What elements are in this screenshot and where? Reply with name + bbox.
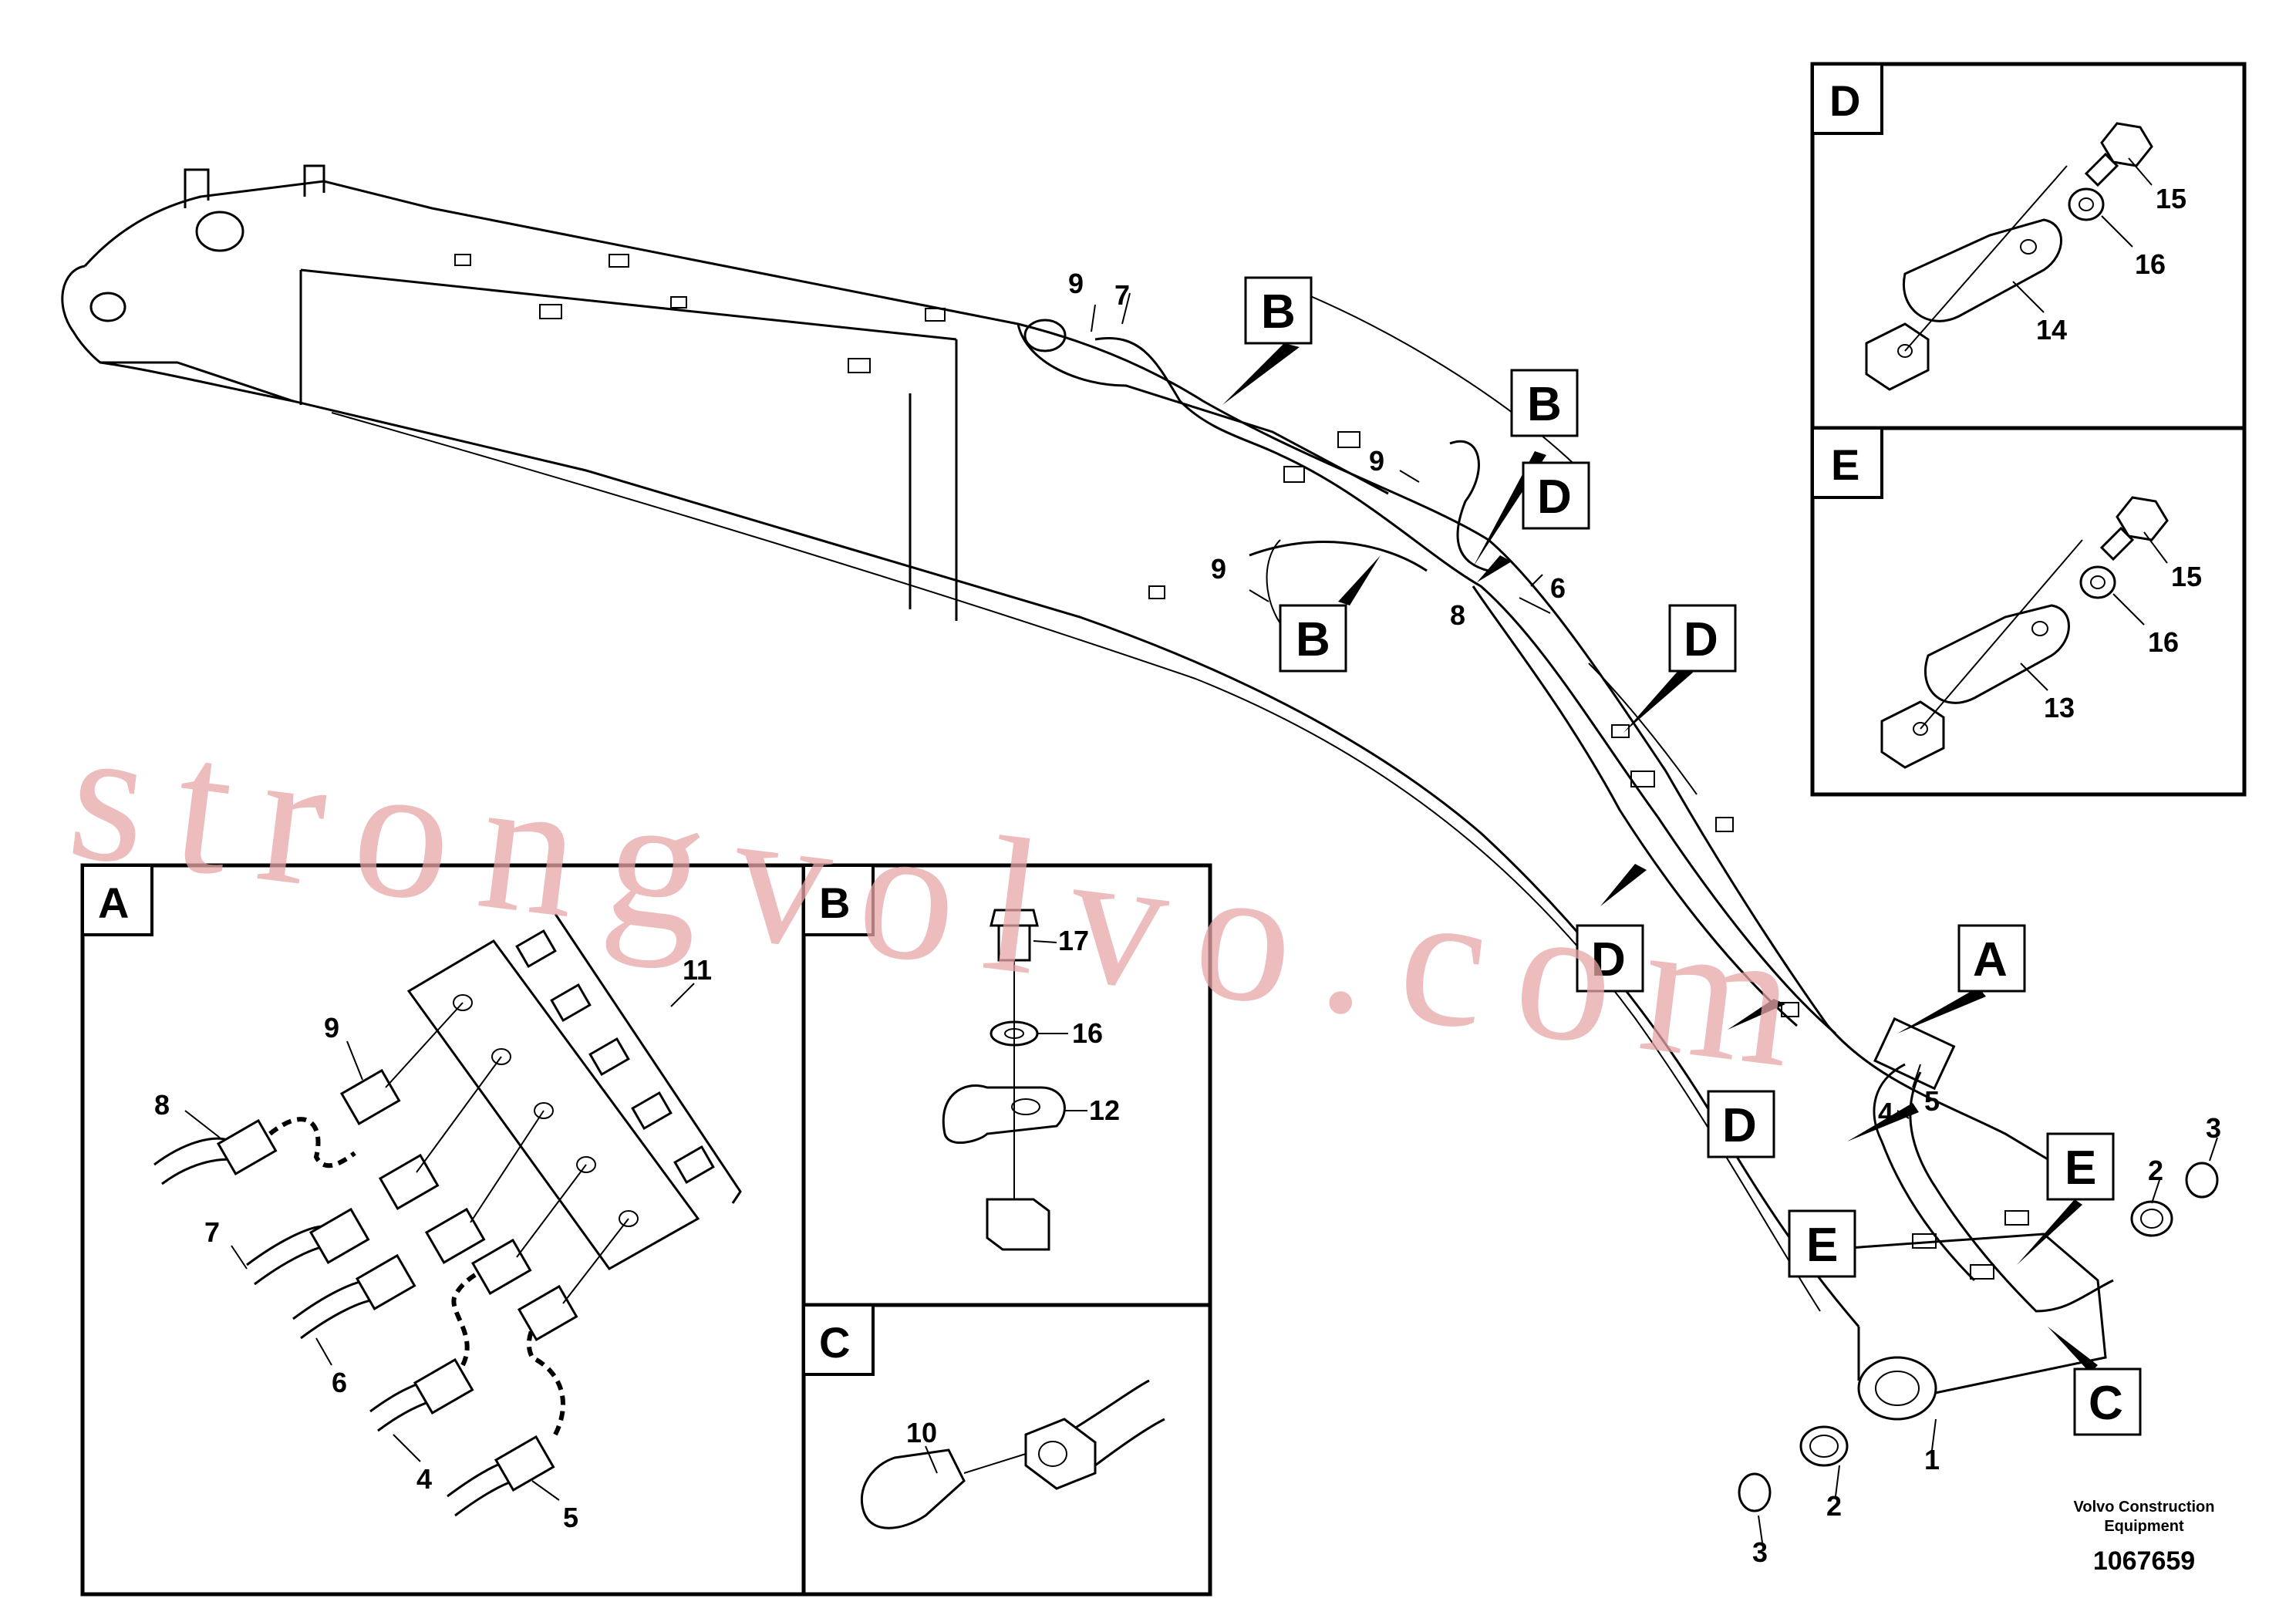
part-number-2: 2: [1826, 1490, 1842, 1522]
part-number-6: 6: [1550, 572, 1566, 604]
panel-label: B: [819, 878, 850, 927]
part-number-12: 12: [1089, 1094, 1120, 1126]
callout-label: D: [1684, 613, 1718, 666]
part-number-8: 8: [154, 1089, 170, 1121]
part-number-5: 5: [563, 1502, 578, 1533]
part-number-4: 4: [1878, 1097, 1893, 1128]
callout-box-a: [1957, 924, 2026, 993]
part-number-16: 16: [2148, 626, 2179, 658]
part-number-1: 1: [1924, 1444, 1940, 1475]
callout-label: A: [1973, 933, 2008, 986]
drawing-footer: Volvo Construction Equipment 1067659: [2074, 1499, 2215, 1576]
callout-label: D: [1722, 1099, 1757, 1152]
callout-label: B: [1527, 378, 1562, 431]
part-number-3: 3: [2206, 1112, 2221, 1144]
callout-box-e: [2046, 1132, 2115, 1201]
part-number-7: 7: [1114, 279, 1130, 311]
callout-box-d: [1707, 1090, 1775, 1158]
callout-label: C: [2089, 1377, 2123, 1430]
panel-label: D: [1829, 76, 1860, 125]
brand-name-line2: Equipment: [2104, 1518, 2184, 1535]
part-number-9: 9: [1211, 553, 1226, 585]
main-callouts: B B B D D D D A E E C: [1244, 276, 2142, 1436]
callout-label: B: [1296, 613, 1330, 666]
part-number-15: 15: [2156, 183, 2186, 214]
part-number-13: 13: [2044, 692, 2075, 723]
callout-box-d: [1522, 461, 1590, 530]
part-number-6: 6: [332, 1367, 347, 1398]
drawing-code: 1067659: [2093, 1546, 2195, 1576]
callout-box-b: [1279, 604, 1347, 673]
part-number-11: 11: [683, 954, 712, 986]
callout-box-b: [1510, 369, 1579, 437]
callout-box-b: [1244, 276, 1313, 345]
part-number-16: 16: [1072, 1017, 1103, 1049]
part-number-9: 9: [1068, 268, 1084, 299]
brand-name: Volvo Construction: [2074, 1499, 2215, 1516]
boom-drawing: [61, 164, 2219, 1512]
part-number-16: 16: [2135, 248, 2166, 280]
detail-panel-c: C 10: [801, 1303, 1212, 1597]
panel-label: C: [819, 1318, 850, 1367]
part-number-9: 9: [324, 1012, 339, 1044]
part-number-8: 8: [1450, 599, 1465, 631]
panel-label: E: [1831, 440, 1859, 489]
part-number-10: 10: [906, 1417, 937, 1448]
callout-box-d: [1576, 924, 1644, 993]
part-number-7: 7: [204, 1216, 220, 1248]
callout-label: E: [1806, 1219, 1838, 1272]
part-number-14: 14: [2036, 314, 2067, 346]
part-number-2: 2: [2148, 1155, 2163, 1186]
callout-label: E: [2065, 1141, 2096, 1195]
part-number-17: 17: [1058, 925, 1089, 956]
part-number-4: 4: [416, 1463, 432, 1495]
part-number-3: 3: [1752, 1536, 1768, 1568]
callout-label: D: [1537, 470, 1572, 524]
callout-label: B: [1261, 285, 1296, 339]
callout-box-d: [1668, 604, 1737, 673]
detail-panel-d: D 15 16 14: [1810, 62, 2247, 430]
main-part-numbers: 9 7 9 9 6 8 5 4 1 2 3 2 3: [1068, 268, 2221, 1568]
panel-label: A: [98, 878, 129, 927]
callout-box-c: [2073, 1367, 2142, 1436]
callout-box-e: [1788, 1209, 1856, 1278]
callout-label: D: [1591, 933, 1626, 986]
part-number-5: 5: [1924, 1085, 1940, 1117]
part-number-15: 15: [2171, 561, 2202, 592]
part-number-9: 9: [1369, 445, 1384, 477]
watermark-text: strongvolvo.com: [59, 685, 1836, 1112]
detail-panel-e: E 15 16 13: [1810, 426, 2247, 797]
